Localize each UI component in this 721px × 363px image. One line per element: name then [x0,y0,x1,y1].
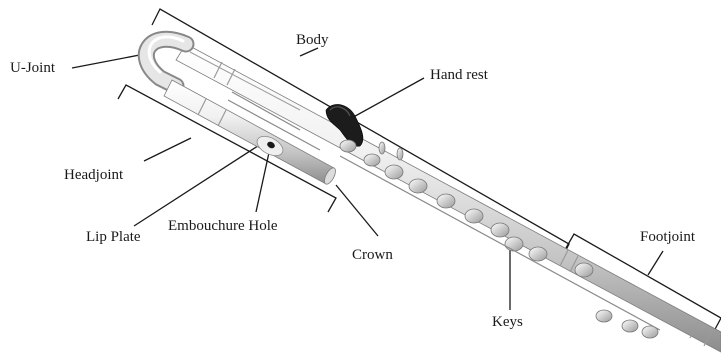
crown-leader [336,185,378,236]
footjoint-leader [648,251,663,275]
hand-rest-leader [348,78,424,120]
headjoint-label: Headjoint [64,168,123,183]
footjoint-bracket [566,234,721,333]
crown-label: Crown [352,248,393,263]
u-joint-label: U-Joint [10,61,55,76]
headjoint-leader [144,138,191,161]
hand-rest-label: Hand rest [430,68,488,83]
embouchure-hole-label: Embouchure Hole [168,219,278,234]
embouchure-hole-leader [256,148,270,212]
body-label: Body [296,33,329,48]
lip-plate-label: Lip Plate [86,230,141,245]
keys-label: Keys [492,315,523,330]
headjoint-bracket [118,85,336,212]
flute-keys [340,140,658,338]
body-leader [300,48,318,56]
lip-plate-leader [134,142,264,226]
footjoint-label: Footjoint [640,230,695,245]
key-rods [228,92,660,330]
